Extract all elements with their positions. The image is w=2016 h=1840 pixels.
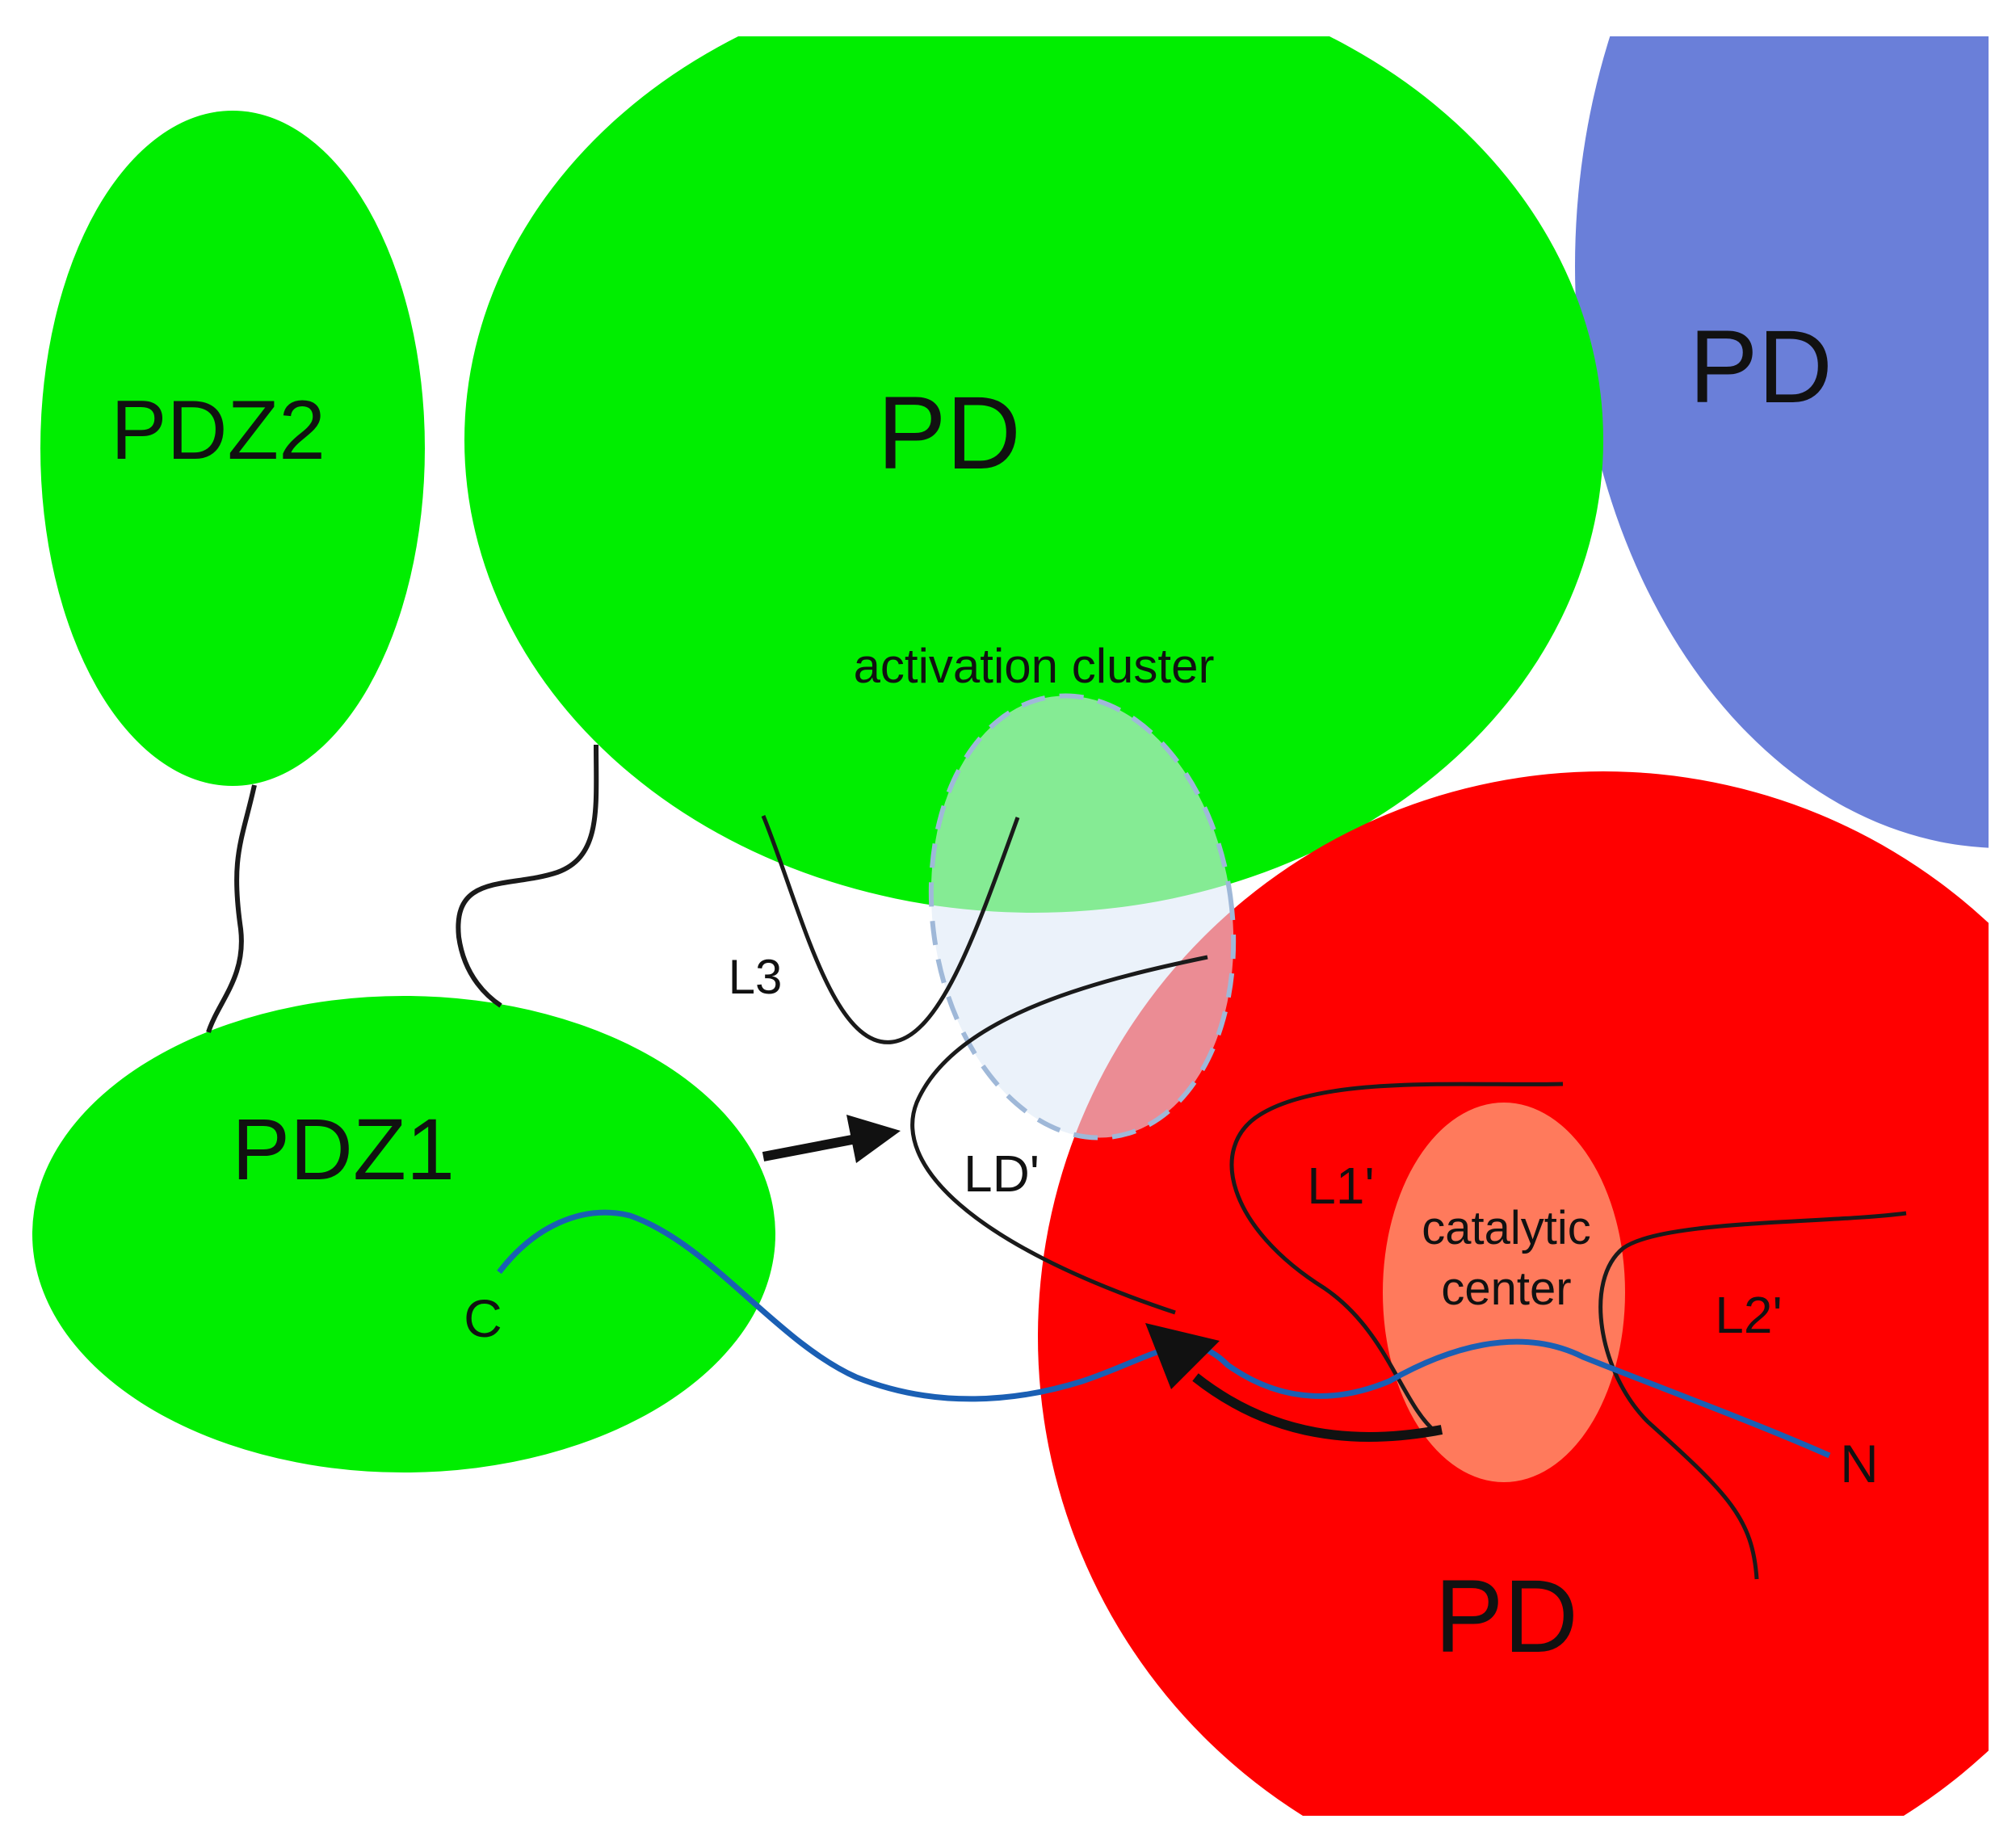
catalytic-curved-arrow [1192,1373,1443,1442]
ld-prime-label: LD' [964,1145,1040,1203]
catalytic-center-label-line2: center [1441,1262,1571,1315]
l3-label: L3 [729,950,783,1004]
l2-prime-label: L2' [1715,1286,1782,1344]
linker-pdz1-pd [456,744,599,1008]
pdz2-domain [40,111,425,786]
pd-top-label: PD [877,376,1021,491]
l3-loop [761,815,1020,1044]
catalytic-center-region [1383,1103,1625,1482]
pd-domain-green-top [464,36,1603,913]
activation-arrowhead [846,1115,901,1163]
n-terminus-label: N [1840,1434,1879,1493]
pd-domain-blue [1575,36,1989,848]
activation-arrow [762,1134,858,1162]
c-terminus-label: C [464,1288,502,1348]
pdz1-label: PDZ1 [232,1100,455,1198]
pdz1-domain [32,996,775,1472]
pd-red-label: PD [1434,1559,1578,1674]
pd-blue-label: PD [1689,309,1833,425]
ld-prime-loop [910,955,1208,1315]
l2-prime-loop [1598,1211,1907,1580]
catalytic-center-label-line1: catalytic [1422,1202,1591,1254]
activation-cluster-label: activation cluster [854,639,1215,693]
l1-prime-label: L1' [1307,1157,1374,1215]
linker-pdz2-pdz1 [206,784,257,1033]
activation-cluster-region [928,693,1237,1141]
l1-prime-loop [1229,1082,1564,1435]
pdz2-label: PDZ2 [111,384,326,477]
catalytic-curved-arrowhead [1145,1323,1220,1389]
